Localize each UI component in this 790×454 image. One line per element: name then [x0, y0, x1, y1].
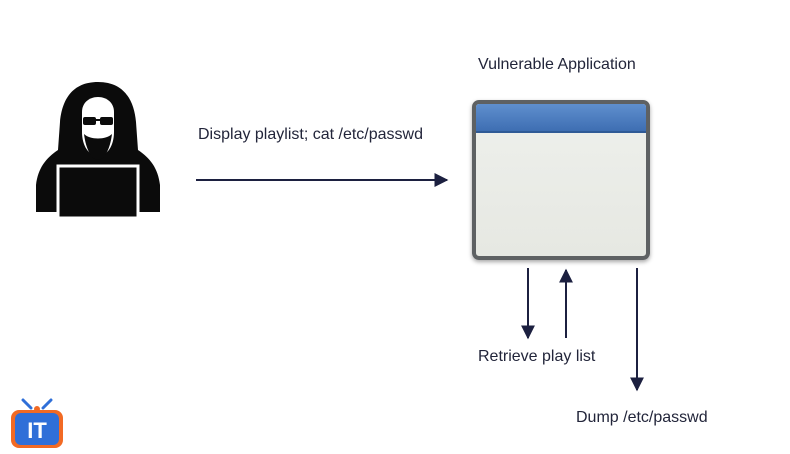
- request-label: Display playlist; cat /etc/passwd: [198, 126, 423, 143]
- retrieve-label: Retrieve play list: [478, 348, 596, 365]
- dump-label: Dump /etc/passwd: [576, 409, 708, 426]
- app-title: Vulnerable Application: [478, 56, 636, 73]
- it-tv-logo-icon: IT: [11, 398, 63, 448]
- logo-text: IT: [27, 418, 47, 443]
- app-window-titlebar: [476, 104, 646, 133]
- application-window-icon: [472, 100, 650, 260]
- hooded-hacker-icon: [36, 82, 160, 220]
